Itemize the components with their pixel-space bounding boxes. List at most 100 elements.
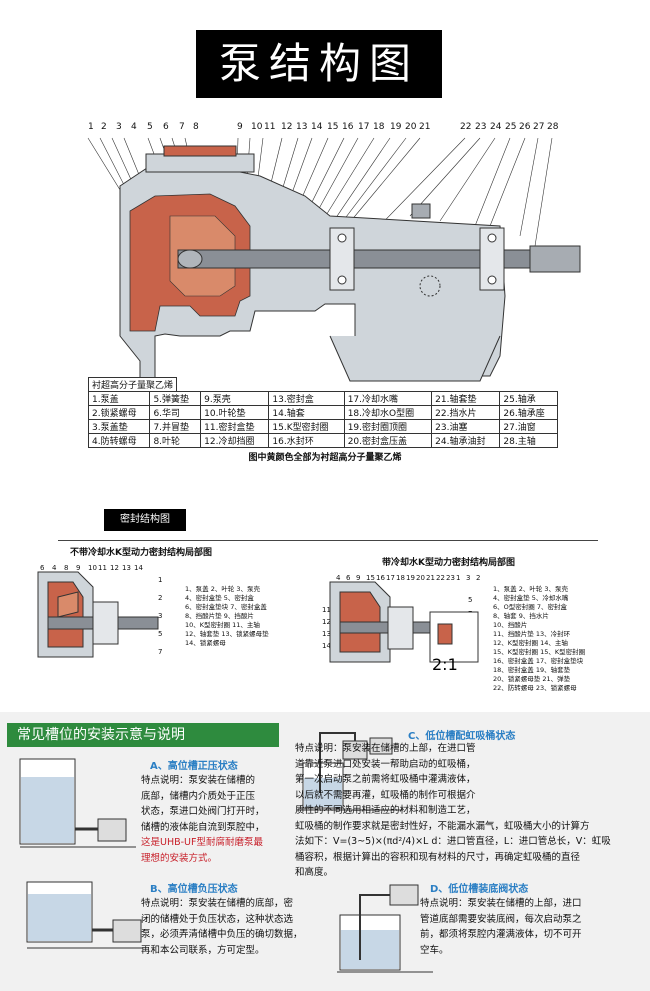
text-line: 10、挡酸片 xyxy=(493,621,528,629)
install-d-text: 特点说明：泵安装在储槽的上部，进口管道底部需要安装底阀，每次启动泵之前，都须将泵… xyxy=(420,896,645,958)
part-number-label: 15 xyxy=(327,122,339,132)
text-line: 特点说明：泵安装在储槽的上部，在进口管 xyxy=(295,743,476,754)
install-a-diagram xyxy=(19,758,136,848)
callout-number: 13 xyxy=(322,630,331,638)
legend-cell: 3.泵盖垫 xyxy=(87,419,151,434)
diagram-caption: 图中黄颜色全部为衬超高分子量聚乙烯 xyxy=(248,453,402,463)
text-line: 14、锁紧螺母 xyxy=(185,639,226,647)
callout-number: 4 xyxy=(336,574,341,582)
callout-number: 1 xyxy=(158,576,162,584)
text-line: 状态，泵进口处阀门打开时， xyxy=(141,806,265,817)
install-c-diagram xyxy=(297,732,403,811)
legend-cell: 23.油塞 xyxy=(431,419,501,434)
legend-cell: 11.密封盒垫 xyxy=(200,419,270,434)
text-line: 8、挡酸片垫 9、挡酸片 xyxy=(185,612,254,620)
legend-cell: 25.轴承 xyxy=(499,391,558,406)
part-number-label: 18 xyxy=(373,122,385,132)
callout-number: 15 xyxy=(366,574,375,582)
install-a-title: A、高位槽正压状态 xyxy=(150,761,238,772)
callout-number: 17 xyxy=(386,574,395,582)
part-number-label: 25 xyxy=(505,122,517,132)
callout-number: 8 xyxy=(64,564,68,572)
page-title: 泵结构图 xyxy=(196,30,442,98)
part-number-label: 24 xyxy=(490,122,502,132)
part-number-label: 2 xyxy=(101,122,107,132)
text-line: 16、密封盒盖 17、密封盒垫块 xyxy=(493,657,584,665)
install-c-title: C、低位槽配虹吸桶状态 xyxy=(408,731,516,742)
install-b-diagram xyxy=(26,881,143,949)
callout-number: 4 xyxy=(52,564,57,572)
text-line: 11、挡酸片垫 13、冷封环 xyxy=(493,630,571,638)
seal-section-badge: 密封结构图 xyxy=(104,509,186,531)
callout-number: 19 xyxy=(406,574,415,582)
legend-cell: 18.冷却水O型圈 xyxy=(343,405,433,420)
callout-number: 11 xyxy=(322,606,331,614)
legend-cell: 27.油窗 xyxy=(499,419,558,434)
callout-number: 16 xyxy=(376,574,385,582)
callout-number: 3 xyxy=(158,612,162,620)
part-number-label: 3 xyxy=(116,122,122,132)
legend-cell: 24.轴承油封 xyxy=(431,433,501,448)
part-number-label: 21 xyxy=(419,122,431,132)
legend-cell: 12.冷却挡圈 xyxy=(200,433,270,448)
text-line: 15、K型密封圈 15、K型密封圈 xyxy=(493,648,586,656)
legend-cell: 14.轴套 xyxy=(268,405,345,420)
legend-cell: 20.密封盒压盖 xyxy=(343,433,433,448)
part-number-label: 23 xyxy=(475,122,487,132)
legend-cell: 19.密封圈顶圈 xyxy=(343,419,433,434)
text-line: 6、密封盒垫块 7、密封盒盖 xyxy=(185,603,267,611)
text-line: 这是UHB-UF型耐腐耐磨泵最 xyxy=(141,837,263,848)
callout-number: 22 xyxy=(436,574,445,582)
callout-number: 18 xyxy=(396,574,405,582)
text-line: 道靠近泵进口处安装一帮助启动的虹吸桶， xyxy=(295,758,476,770)
text-line: 泵，必须弄清储槽中负压的确切数据， xyxy=(141,929,303,940)
install-c-text: 特点说明：泵安装在储槽的上部，在进口管道靠近泵进口处安装一帮助启动的虹吸桶，第一… xyxy=(295,741,640,881)
legend-cell: 15.K型密封圈 xyxy=(268,419,345,434)
text-line: 4、密封盒垫 5、冷却水嘴 xyxy=(493,594,569,602)
callout-number: 11 xyxy=(98,564,107,572)
callout-number: 14 xyxy=(322,642,331,650)
text-line: 22、防转螺母 23、锁紧螺母 xyxy=(493,684,577,692)
callout-number: 20 xyxy=(416,574,425,582)
part-number-label: 27 xyxy=(533,122,545,132)
callout-number: 9 xyxy=(356,574,360,582)
text-line: 1、泵盖 2、叶轮 3、泵壳 xyxy=(493,585,569,593)
text-line: 10、K型密封圈 11、主轴 xyxy=(185,621,260,629)
legend-cell: 4.防转螺母 xyxy=(87,433,151,448)
text-line: 前，都须将泵腔内灌满液体，切不可开 xyxy=(420,929,582,940)
callout-number: 12 xyxy=(322,618,331,626)
part-number-label: 13 xyxy=(296,122,308,132)
text-line: 储槽的液体能自流到泵腔中， xyxy=(141,821,265,833)
text-line: 法如下：V=(3~5)×(πd²/4)×L d：进口管直径，L：进口管总长，V：… xyxy=(295,836,611,847)
callout-number: 7 xyxy=(158,648,162,656)
install-panel xyxy=(0,712,650,991)
seal-left-title: 不带冷却水K型动力密封结构局部图 xyxy=(70,548,212,558)
callout-number: 5 xyxy=(468,596,472,604)
legend-cell: 1.泵盖 xyxy=(87,391,151,406)
part-number-label: 28 xyxy=(547,122,559,132)
part-number-label: 11 xyxy=(264,122,276,132)
part-number-label: 17 xyxy=(358,122,370,132)
install-d-title: D、低位槽装底阀状态 xyxy=(430,884,529,895)
part-number-label: 19 xyxy=(390,122,402,132)
legend-cell: 7.并冒垫 xyxy=(149,419,202,434)
text-line: 4、密封盒垫 5、密封盒 xyxy=(185,594,254,602)
text-line: 特点说明：泵安装在储槽的上部，进口 xyxy=(420,898,582,909)
install-d-diagram xyxy=(337,884,433,973)
part-number-label: 14 xyxy=(311,122,323,132)
callout-number: 6 xyxy=(40,564,45,572)
text-line: 虹吸桶的制作要求就是密封性好，不能漏水漏气，虹吸桶大小的计算方 xyxy=(295,820,590,832)
text-line: 1、泵盖 2、叶轮 3、泵壳 xyxy=(185,585,261,593)
legend-cell: 8.叶轮 xyxy=(149,433,202,448)
text-line: 6、O型密封圈 7、密封盒 xyxy=(493,603,567,611)
seal-right-diagram: 1112131446915161718192021222313257810 2:… xyxy=(322,574,480,672)
part-number-label: 5 xyxy=(147,122,153,132)
legend-cell: 28.主轴 xyxy=(499,433,558,448)
part-number-label: 12 xyxy=(281,122,293,132)
part-number-label: 9 xyxy=(237,122,243,132)
callout-number: 3 xyxy=(466,574,470,582)
